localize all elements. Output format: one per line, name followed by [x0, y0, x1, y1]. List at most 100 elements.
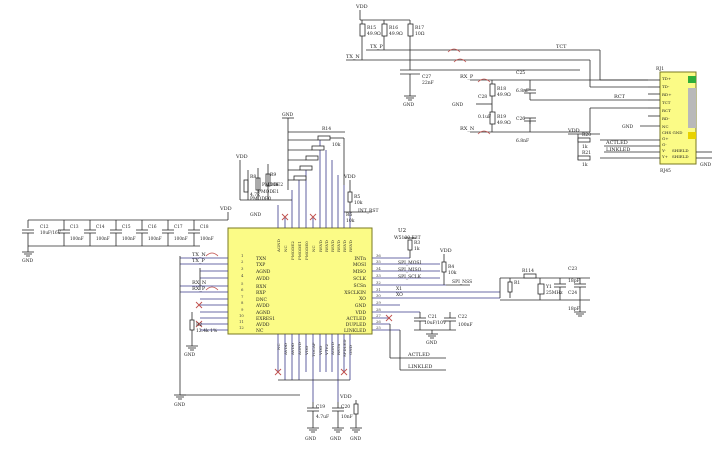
chip-bottom-pin-9: AGND — [330, 342, 335, 356]
c17-ref: C17 — [174, 224, 183, 229]
chip-left-num-3: 3 — [241, 266, 244, 271]
c12-val: 10uF/16V — [40, 230, 62, 235]
r15-val: 49.9Ω — [367, 31, 381, 37]
chip-right-num-36: 36 — [376, 253, 381, 258]
r16-ref: R16 — [389, 25, 398, 31]
pmode2-label: PMODE2 — [262, 182, 283, 188]
chip-right-num-25: 25 — [376, 325, 381, 330]
chip-left-num-4: 4 — [241, 273, 244, 278]
spi-sclk-label: SPI_SCLK — [398, 274, 422, 280]
r9-ref: R9 — [270, 172, 276, 178]
chip-right-num-26: 26 — [376, 319, 381, 324]
r9-val: 10k — [270, 182, 279, 188]
rj45-pin-rd-plus: RD+ — [662, 92, 672, 97]
chip-left-pin-9: AGND — [255, 310, 271, 316]
chip-bottom-pin-8: V1V2 — [324, 344, 329, 356]
c13-ref: C13 — [70, 224, 79, 229]
r19-val: 49.9Ω — [497, 120, 511, 126]
rj45-pin-rd-minus: RD- — [662, 116, 670, 121]
chip-right-num-27: 27 — [376, 313, 381, 318]
u2-ref: U2 — [398, 228, 406, 234]
r3-ref: R3 — [414, 240, 420, 246]
chip-right-pin-29: GND — [355, 303, 367, 309]
rx-p-label-chip: RX_P — [192, 286, 206, 292]
c21-ref: C21 — [428, 314, 437, 320]
rj45-pin-g-minus: G- — [662, 142, 667, 147]
chip-left-pin-8: AVDD — [255, 303, 270, 309]
pmode0-label: PMODE0 — [250, 196, 271, 202]
r17-val: 10Ω — [415, 31, 425, 37]
rct-label-top: RCT — [614, 94, 626, 100]
rj45-pin-tct: TCT — [662, 100, 671, 105]
spi-mosi-label: SPI_MOSI — [398, 260, 422, 266]
chip-left-pin-1: TXN — [256, 256, 266, 262]
chip-bottom-pin-12: GND — [348, 345, 353, 355]
c26-ref: C26 — [516, 116, 525, 122]
chip-left-num-9: 9 — [241, 307, 244, 312]
c24-ref: C24 — [568, 290, 577, 296]
chip-right-pin-35: MOSI — [353, 262, 366, 268]
c25-val: 6.8nF — [516, 88, 529, 94]
c12-ref: C12 — [40, 224, 49, 229]
chip-bottom-pin-5: VDD — [304, 346, 309, 356]
rj45-shield-1: SHIELD — [672, 148, 689, 153]
c23-ref: C23 — [568, 266, 577, 272]
gnd-label-decoupling: GND — [22, 258, 34, 264]
chip-top-pin-6: NC — [311, 245, 316, 252]
c27-val: 22nF — [422, 80, 434, 86]
crystal-val: 25MHz — [546, 290, 563, 296]
vdd-label-led: VDD — [567, 128, 580, 134]
chip-bottom-pin-7: VDD — [318, 346, 323, 356]
actled-label-top: ACTLED — [605, 140, 628, 146]
rj45-pin-g-plus: G+ — [662, 136, 669, 141]
chip-right-pin-36: INTn — [354, 256, 366, 262]
c22-ref: C22 — [458, 314, 467, 320]
rj45-pin-y-plus: Y+ — [661, 154, 668, 159]
r4-val: 10k — [448, 270, 457, 276]
c22-val: 100nF — [458, 322, 473, 328]
chip-right-pin-26: DUPLED — [346, 322, 367, 328]
gnd-label-c21: GND — [426, 340, 438, 346]
chip-bottom-pin-11: SPDLED — [342, 340, 347, 357]
c20-val: 10nF — [341, 414, 353, 420]
c24-val: 18pF — [568, 306, 580, 312]
rj45-pin-nc: NC — [662, 124, 669, 129]
gnd-label-pmode: GND — [282, 112, 294, 118]
r2-val: 12.4k 1% — [196, 328, 218, 334]
x1-label: X1 — [396, 286, 402, 292]
c16-ref: C16 — [148, 224, 157, 229]
c25-ref: C25 — [516, 70, 525, 76]
chip-left-pin-11: AVDD — [255, 322, 270, 328]
r18-val: 49.9Ω — [497, 92, 511, 98]
gnd-label-rj45: GND — [622, 124, 634, 130]
c13-val: 100nF — [70, 236, 84, 241]
r21-val: 1k — [582, 162, 588, 168]
rj45-ref: RJ1 — [656, 66, 664, 72]
chip-bottom-pin-3: AVDD — [290, 343, 295, 356]
r2-ref: R2 — [196, 322, 202, 328]
chip-left-pin-7: DNC — [256, 297, 268, 303]
vdd-label-decoupling: VDD — [219, 206, 232, 212]
r18-ref: R18 — [497, 86, 506, 92]
chip-bottom-pin-4: AGND — [297, 342, 302, 356]
pmode1-label: PMODE1 — [258, 189, 279, 195]
rj45-connector — [659, 71, 697, 165]
chip-left-num-6: 6 — [241, 287, 244, 292]
chip-right-num-29: 29 — [376, 300, 381, 305]
c18-ref: C18 — [200, 224, 209, 229]
vdd-label-top: VDD — [355, 4, 368, 10]
chip-right-pin-27: ACTLED — [345, 316, 366, 322]
c23-val: 18pF — [568, 278, 580, 284]
chip-right-num-33: 33 — [376, 273, 381, 278]
r15-ref: R15 — [367, 25, 376, 31]
chip-left-num-11: 11 — [239, 319, 244, 324]
c15-ref: C15 — [122, 224, 131, 229]
rj45-pin-td-minus: TD- — [662, 84, 670, 89]
r20-val: 1k — [582, 144, 588, 150]
vdd-label-bottom: VDD — [339, 394, 352, 400]
chip-right-pin-33: SCLK — [353, 276, 367, 282]
xo-label: XO — [396, 292, 403, 298]
chip-left-pin-6: RXP — [256, 290, 266, 296]
r114-ref: R114 — [522, 268, 534, 274]
chip-right-pin-28: VDD — [355, 310, 367, 316]
